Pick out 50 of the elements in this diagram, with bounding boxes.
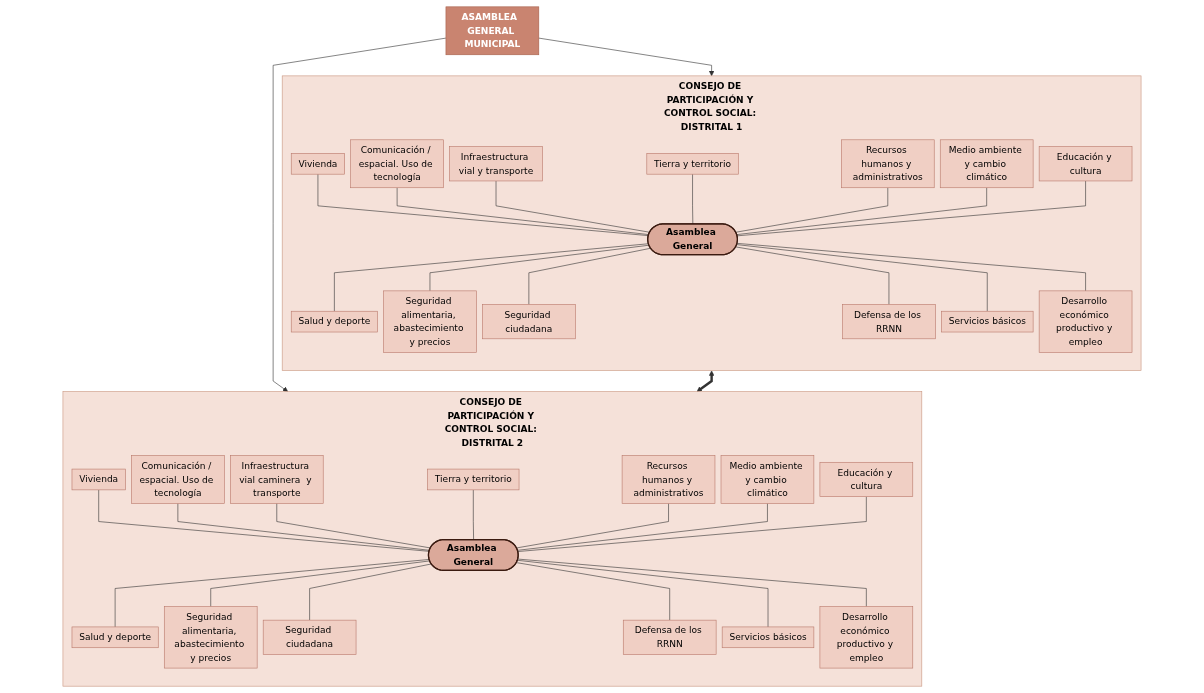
connector	[473, 489, 474, 541]
node-box: Tierra y territorio	[427, 468, 520, 491]
node-box: Comunicación / espacial. Uso de tecnología	[131, 455, 225, 504]
node-box: Defensa de los RRNN	[842, 304, 936, 340]
connector	[692, 173, 694, 225]
node-box: Seguridad ciudadana	[482, 304, 576, 340]
node-box: Defensa de los RRNN	[622, 619, 717, 655]
connector	[98, 489, 430, 552]
node-box: Medio ambiente y cambio climático	[720, 455, 815, 504]
node-box: Servicios básicos	[941, 310, 1034, 333]
connector	[114, 559, 430, 628]
connector	[309, 563, 432, 621]
node-box: Seguridad alimentaria, abastecimiento y precios	[164, 606, 258, 669]
node-box: Educación y cultura	[819, 462, 914, 497]
node-box: Vivienda	[71, 468, 126, 491]
connector	[317, 173, 649, 236]
node-box: Desarrollo económico productivo y empleo	[819, 606, 914, 669]
node-box: Salud y deporte	[71, 626, 159, 649]
node-box: Medio ambiente y cambio climático	[939, 139, 1034, 189]
node-box: Recursos humanos y administrativos	[621, 455, 716, 504]
node-box: Salud y deporte	[290, 310, 378, 333]
connector	[516, 503, 669, 549]
connector	[517, 558, 867, 607]
arrow	[696, 370, 715, 392]
connector	[516, 562, 670, 621]
node-box: Seguridad ciudadana	[262, 619, 357, 655]
connector	[276, 503, 431, 549]
connector	[528, 247, 651, 305]
node-box: ASAMBLEA GENERAL MUNICIPAL	[445, 6, 540, 56]
node-box: Vivienda	[290, 153, 345, 175]
connector	[177, 503, 430, 551]
connector	[429, 244, 650, 292]
connector	[735, 187, 889, 233]
node-box: Desarrollo económico productivo y empleo	[1038, 290, 1133, 353]
connector	[517, 496, 867, 552]
node-box: Infraestructura vial caminera y transporte	[230, 455, 324, 504]
node-box: Comunicación / espacial. Uso de tecnología	[350, 139, 444, 189]
node-box: Servicios básicos	[721, 626, 815, 649]
node-box: Recursos humanos y administrativos	[841, 139, 935, 189]
connector	[517, 560, 769, 628]
connector	[736, 244, 988, 312]
node-box: Tierra y territorio	[646, 153, 739, 175]
node-box: Seguridad alimentaria, abastecimiento y precios	[383, 290, 477, 353]
connector	[736, 180, 1086, 237]
connector	[735, 246, 890, 305]
connector	[517, 503, 768, 551]
connector	[736, 187, 987, 235]
connector	[334, 243, 649, 312]
node-box: Infraestructura vial y transporte	[449, 146, 543, 182]
node-box: Educación y cultura	[1038, 146, 1133, 182]
